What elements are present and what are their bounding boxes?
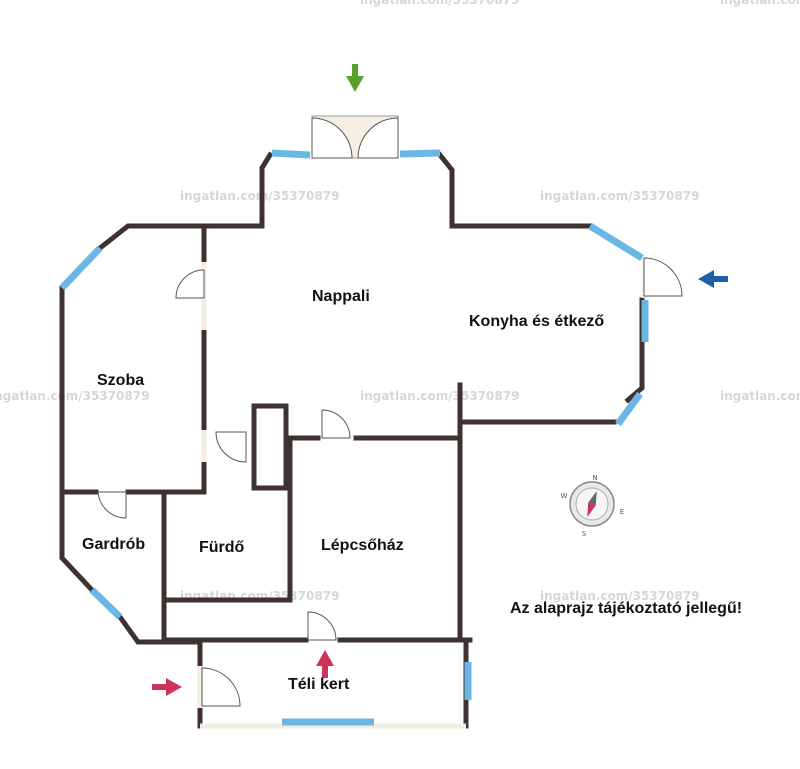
room-label-lepcsohaz: Lépcsőház — [321, 537, 404, 554]
walls — [59, 151, 645, 729]
window — [59, 245, 103, 291]
arrow-down-icon — [346, 64, 364, 92]
door — [321, 409, 351, 439]
openings — [200, 262, 466, 729]
watermark: ingatlan.com/35370879 — [540, 589, 699, 603]
arrow-up-icon — [316, 650, 334, 678]
watermarks: ingatlan.com/35370879 ingatlan.com/35370… — [0, 0, 800, 603]
watermark: ingatlan.com/35370879 — [720, 389, 800, 403]
room-label-konyha: Konyha és étkező — [469, 313, 604, 330]
door — [97, 491, 127, 519]
winter-garden-entrance-door — [197, 666, 241, 708]
watermark: ingatlan.com/35370879 — [360, 389, 519, 403]
main-entrance-double-door — [311, 115, 399, 159]
arrow-left-icon — [698, 270, 728, 288]
room-label-gardrob: Gardrób — [82, 536, 145, 553]
compass-w: W — [561, 492, 568, 500]
room-label-szoba: Szoba — [97, 372, 144, 389]
room-labels: Nappali Konyha és étkező Szoba Gardrób F… — [82, 288, 604, 693]
watermark: ingatlan.com/35370879 — [360, 0, 519, 7]
watermark: ingatlan.com/35370879 — [0, 389, 149, 403]
arrow-right-icon — [152, 678, 182, 696]
kitchen-entrance-door — [642, 257, 683, 298]
door — [175, 269, 205, 299]
watermark: ingatlan.com/35370879 — [720, 0, 800, 7]
window — [271, 149, 311, 159]
door — [307, 611, 337, 641]
compass-icon: N S E W — [561, 474, 625, 538]
compass-s: S — [582, 530, 587, 538]
watermark: ingatlan.com/35370879 — [540, 189, 699, 203]
room-label-nappali: Nappali — [312, 288, 370, 305]
room-label-furdo: Fürdő — [199, 539, 245, 556]
compass-e: E — [620, 508, 624, 516]
windows — [59, 149, 649, 726]
window — [615, 391, 643, 427]
door — [215, 431, 247, 463]
window — [399, 149, 441, 158]
window — [588, 223, 644, 261]
doors — [97, 115, 683, 708]
compass-n: N — [592, 474, 597, 482]
entrance-arrows — [152, 64, 728, 696]
room-label-teli-kert: Téli kert — [288, 676, 350, 693]
disclaimer-note: Az alaprajz tájékoztató jellegű! — [510, 600, 742, 617]
window — [89, 587, 123, 620]
